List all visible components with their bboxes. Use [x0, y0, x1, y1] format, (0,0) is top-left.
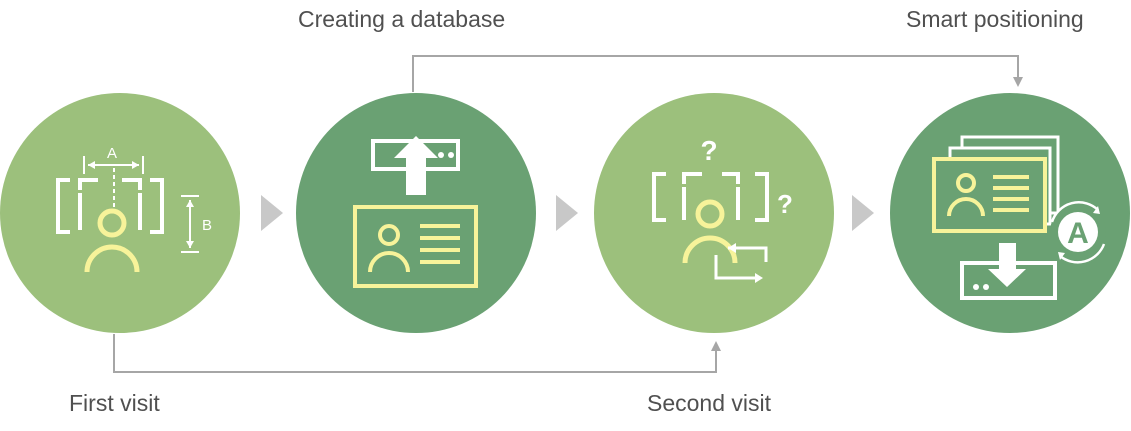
question-mark-side: ? [777, 189, 793, 219]
step-second-visit: ? ? [594, 93, 834, 333]
camera-frame-measure-icon [56, 156, 199, 253]
connector-database-to-smart [412, 55, 1023, 92]
flow-arrow-3 [852, 195, 874, 231]
step-first-visit: A B [0, 93, 240, 333]
upload-id-card-icon [353, 136, 478, 288]
label-second-visit: Second visit [647, 390, 772, 416]
flow-arrow-2 [556, 195, 578, 231]
camera-recognition-icon [652, 172, 769, 222]
label-first-visit: First visit [69, 390, 160, 416]
question-mark-top: ? [700, 135, 717, 166]
dimension-a-label: A [107, 145, 117, 162]
person-icon [84, 208, 140, 273]
person-icon [682, 199, 738, 264]
dimension-b-label: B [202, 217, 212, 234]
badge-a-label: A [1067, 217, 1089, 250]
connector-first-to-second [113, 334, 721, 373]
step-smart-positioning: A [890, 93, 1130, 333]
step-creating-database [296, 93, 536, 333]
flow-arrow-1 [261, 195, 283, 231]
smart-position-icon [932, 135, 1106, 300]
refresh-arrows-icon [714, 243, 768, 283]
label-smart-positioning: Smart positioning [906, 6, 1084, 32]
label-creating-database: Creating a database [298, 6, 506, 32]
